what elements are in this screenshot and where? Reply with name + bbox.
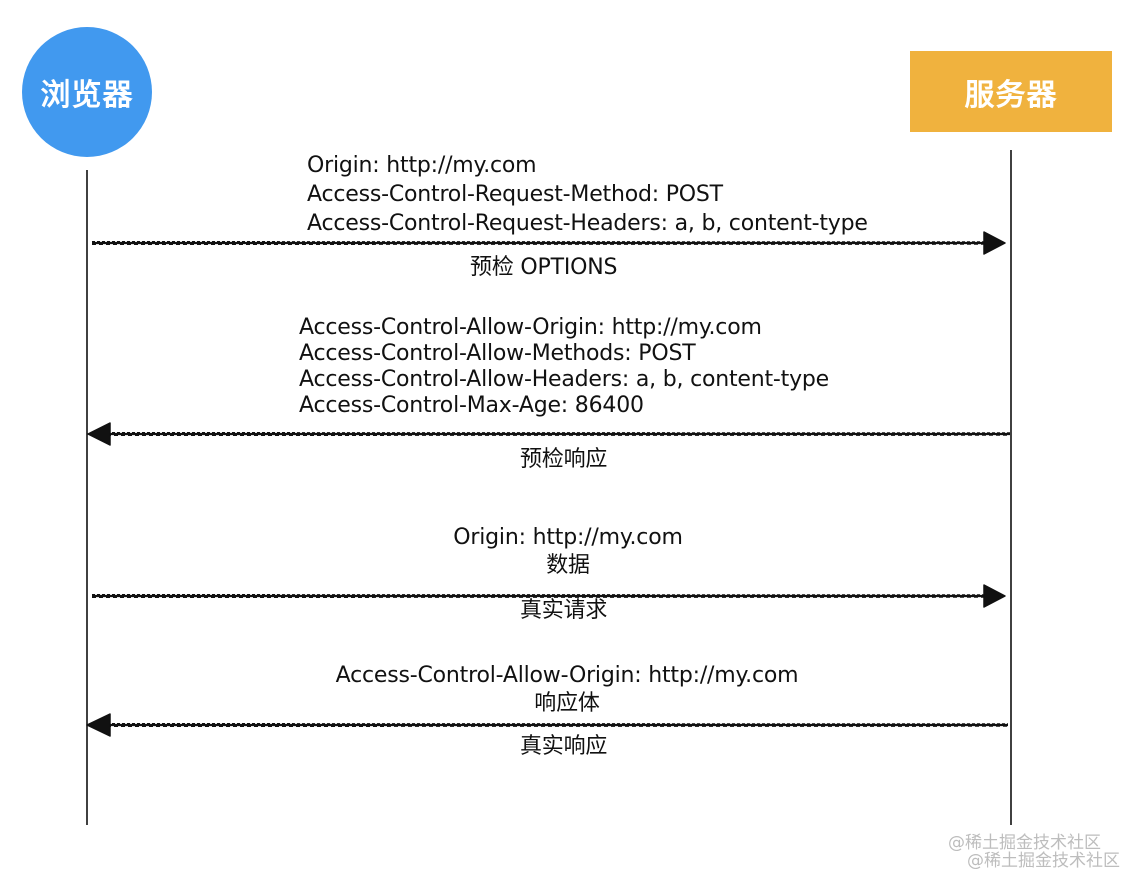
header-line: Access-Control-Allow-Origin: http://my.c… — [335, 663, 799, 688]
header-line: 数据 — [546, 553, 590, 578]
preflight-request-arrow — [91, 231, 1006, 255]
browser-actor-label: 浏览器 — [40, 78, 134, 113]
header-line: Access-Control-Max-Age: 86400 — [299, 393, 644, 418]
actual-response-arrow — [86, 713, 1009, 737]
actual-request-arrow — [91, 584, 1006, 608]
actual-response-headers: Access-Control-Allow-Origin: http://my.c… — [317, 662, 817, 718]
preflight-request-headers: Origin: http://my.com Access-Control-Req… — [307, 151, 868, 238]
server-actor-label: 服务器 — [964, 77, 1058, 113]
preflight-request-label: 预检 OPTIONS — [470, 255, 618, 280]
preflight-response-headers: Access-Control-Allow-Origin: http://my.c… — [299, 315, 829, 419]
header-line: Access-Control-Request-Method: POST — [307, 182, 723, 207]
actual-request-label: 真实请求 — [520, 598, 608, 623]
header-line: Origin: http://my.com — [307, 153, 537, 178]
header-line: Access-Control-Request-Headers: a, b, co… — [307, 211, 868, 236]
header-line: Access-Control-Allow-Origin: http://my.c… — [299, 315, 762, 340]
header-line: 响应体 — [534, 691, 600, 716]
preflight-response-arrow — [87, 422, 1011, 446]
actual-request-headers: Origin: http://my.com 数据 — [418, 524, 718, 580]
header-line: Access-Control-Allow-Headers: a, b, cont… — [299, 367, 830, 392]
header-line: Access-Control-Allow-Methods: POST — [299, 341, 696, 366]
watermark-text: @稀土掘金技术社区 — [967, 851, 1120, 871]
watermark-text: @稀土掘金技术社区 — [948, 833, 1101, 853]
actual-response-label: 真实响应 — [520, 734, 608, 759]
header-line: Origin: http://my.com — [453, 525, 683, 550]
server-actor: 服务器 — [910, 51, 1112, 132]
browser-actor: 浏览器 — [22, 27, 152, 157]
preflight-response-label: 预检响应 — [520, 447, 608, 472]
